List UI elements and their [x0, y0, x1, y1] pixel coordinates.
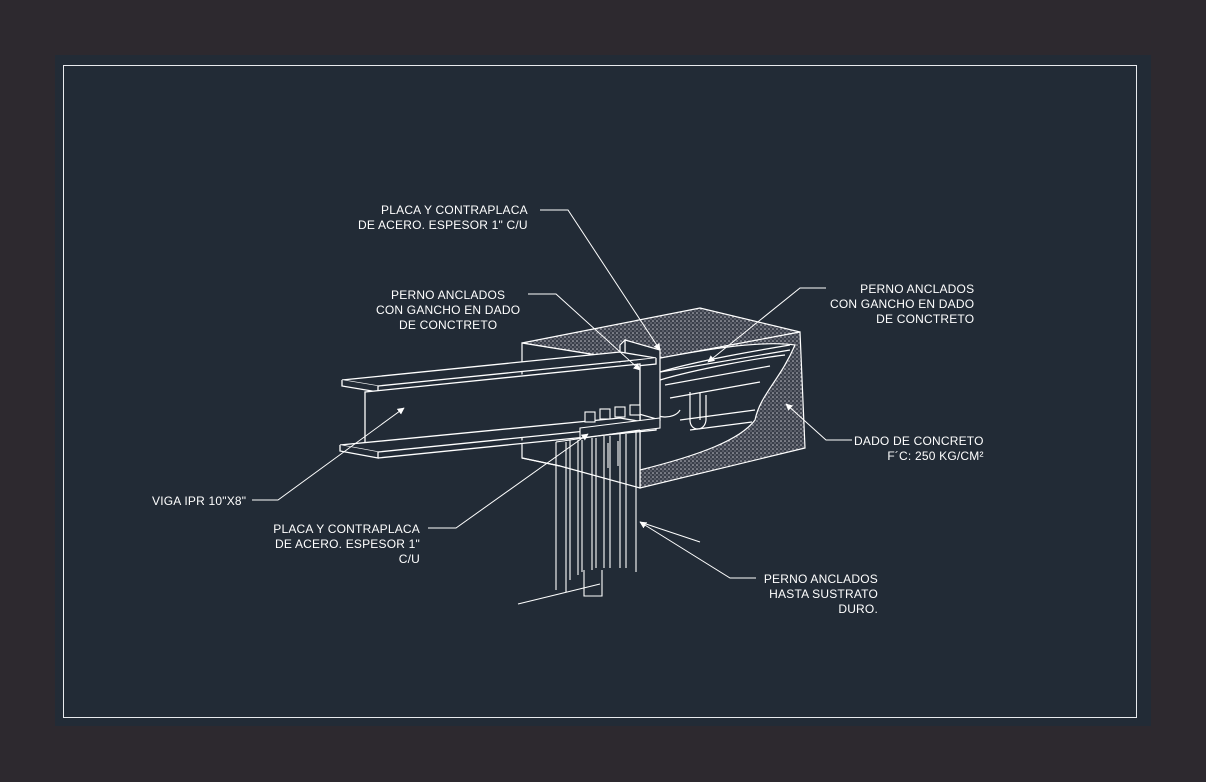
- label-placa-top-line2: DE ACERO. ESPESOR 1" C/U: [358, 218, 528, 232]
- drawing-frame: [63, 65, 1137, 718]
- label-perno-left-line2: CON GANCHO EN DADO: [376, 303, 521, 317]
- label-perno-sustrato-line1: PERNO ANCLADOS: [763, 572, 878, 586]
- leader-perno-sustrato: [639, 521, 756, 579]
- label-perno-sustrato: PERNO ANCLADOS HASTA SUSTRATO DURO.: [762, 572, 878, 617]
- label-placa-top: PLACA Y CONTRAPLACA DE ACERO. ESPESOR 1"…: [358, 203, 528, 233]
- leader-perno-left: [528, 293, 641, 371]
- label-placa-top-line1: PLACA Y CONTRAPLACA: [381, 203, 528, 217]
- label-perno-right-line1: PERNO ANCLADOS: [860, 282, 975, 296]
- label-perno-right-line3: DE CONCTRETO: [876, 312, 975, 326]
- label-placa-bottom-line3: C/U: [398, 552, 420, 566]
- leader-placa-bottom: [428, 433, 589, 529]
- label-perno-sustrato-line3: DURO.: [838, 602, 878, 616]
- label-perno-right-line2: CON GANCHO EN DADO: [830, 297, 975, 311]
- label-perno-left: PERNO ANCLADOS CON GANCHO EN DADO DE CON…: [376, 288, 520, 333]
- label-dado-line2: F´C: 250 KG/CM²: [887, 449, 984, 463]
- leader-perno-right: [707, 287, 826, 363]
- label-dado-line1: DADO DE CONCRETO: [854, 434, 984, 448]
- label-perno-right: PERNO ANCLADOS CON GANCHO EN DADO DE CON…: [830, 282, 974, 327]
- label-dado: DADO DE CONCRETO F´C: 250 KG/CM²: [854, 434, 984, 464]
- label-viga: VIGA IPR 10"X8": [152, 494, 246, 509]
- leader-placa-top: [540, 209, 661, 351]
- label-placa-bottom-line2: DE ACERO. ESPESOR 1": [275, 537, 420, 551]
- label-placa-bottom-line1: PLACA Y CONTRAPLACA: [273, 522, 420, 536]
- leader-viga: [252, 407, 405, 501]
- label-placa-bottom: PLACA Y CONTRAPLACA DE ACERO. ESPESOR 1"…: [272, 522, 420, 567]
- leader-lines: [252, 209, 852, 579]
- bottom-plate-bolts: [579, 404, 661, 439]
- label-perno-sustrato-line2: HASTA SUSTRATO: [769, 587, 878, 601]
- anchor-bolts-to-substrate: [517, 429, 641, 605]
- leader-dado: [785, 403, 852, 441]
- label-viga-line1: VIGA IPR 10"X8": [152, 494, 247, 508]
- label-perno-left-line1: PERNO ANCLADOS: [391, 288, 506, 302]
- label-perno-left-line3: DE CONCTRETO: [399, 318, 498, 332]
